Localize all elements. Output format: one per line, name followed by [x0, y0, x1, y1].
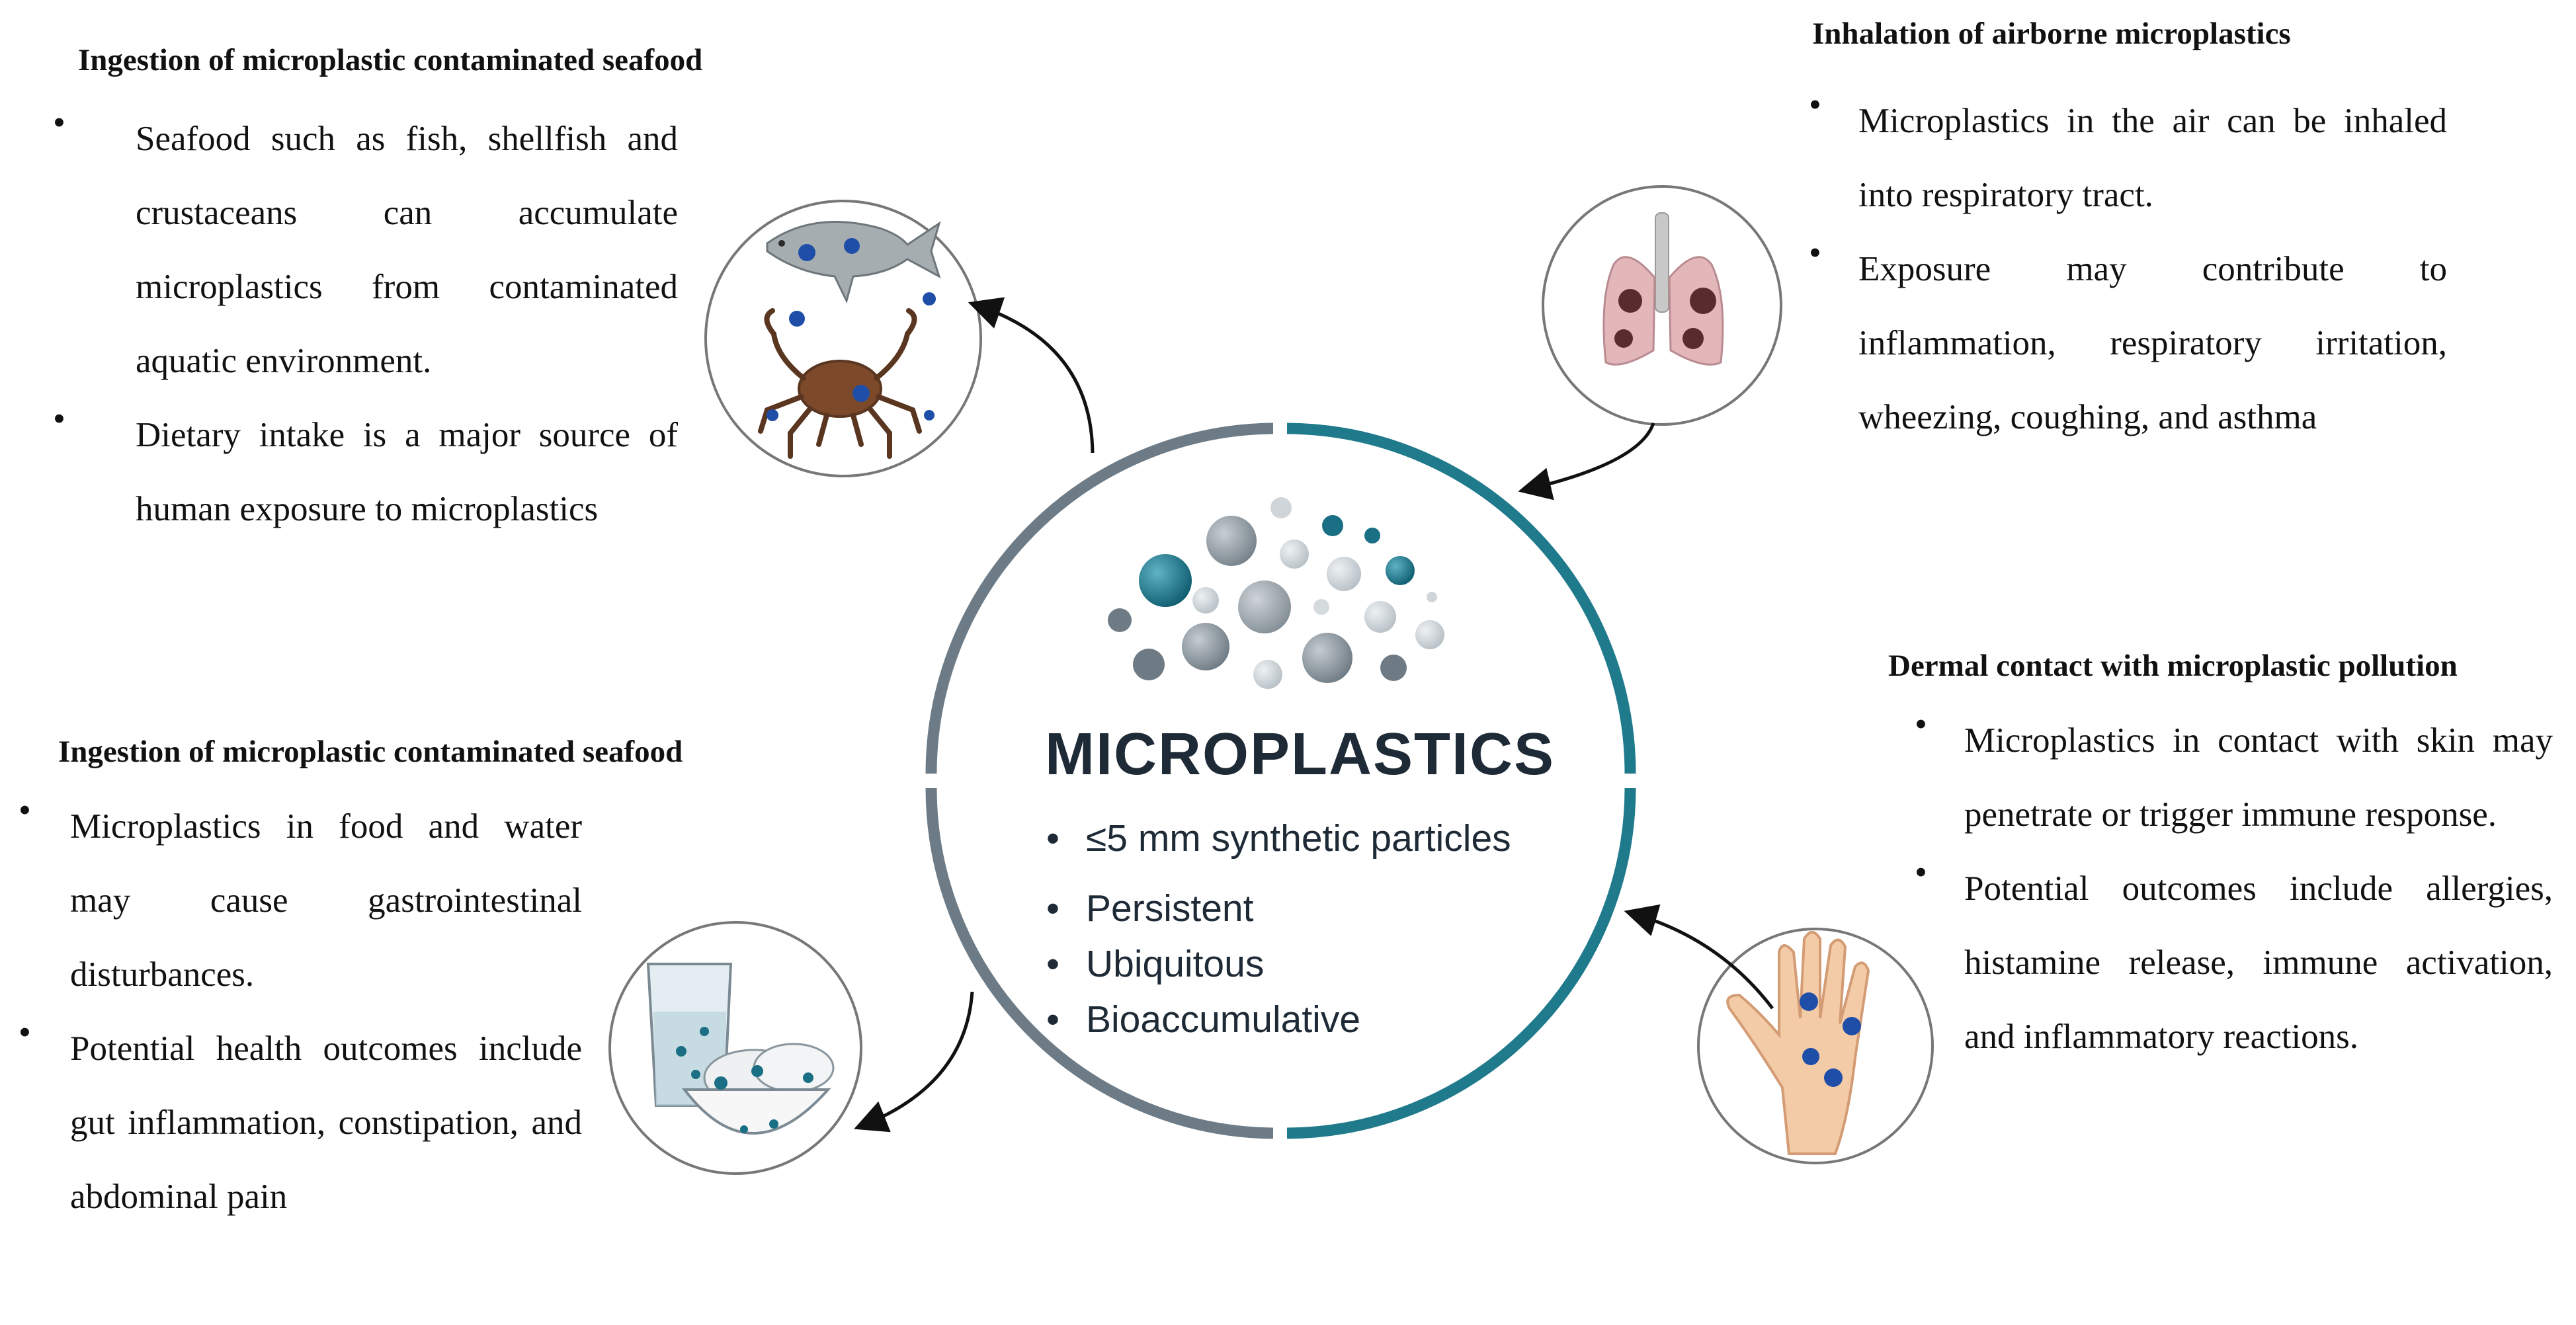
list-item: •Ubiquitous	[1046, 943, 1265, 985]
section-heading: Inhalation of airborne microplastics	[1812, 17, 2291, 51]
arrow-to-seafood	[968, 297, 1095, 454]
list-item: • Microplastics in food and water may ca…	[19, 790, 582, 994]
arrow-to-lungs	[1518, 422, 1655, 501]
list-item: • Dietary intake is a major source of hu…	[53, 399, 678, 528]
lungs-icon	[1602, 212, 1724, 366]
ring-arc-bottom-left	[925, 787, 1274, 1139]
central-ring	[925, 422, 1636, 1139]
list-item: • Microplastics in contact with skin may…	[1915, 704, 2553, 834]
hand-icon	[1726, 931, 1870, 1155]
list-item: •Persistent	[1046, 887, 1254, 930]
ring-arc-bottom-right	[1286, 787, 1636, 1139]
food-water-icon-circle	[608, 921, 862, 1175]
arrow-from-hand	[1624, 904, 1774, 1010]
section-heading: Ingestion of microplastic contaminated s…	[78, 43, 703, 77]
crab-icon	[758, 292, 936, 459]
center-title: MICROPLASTICS	[1045, 721, 1556, 787]
list-item: • Potential health outcomes include gut …	[19, 1012, 582, 1216]
fish-icon	[766, 221, 941, 304]
list-item: • Potential outcomes include allergies, …	[1915, 852, 2553, 1056]
list-item: • Seafood such as fish, shellfish and cr…	[53, 102, 678, 380]
microplastic-particles-icon	[1108, 497, 1444, 689]
ring-arc-top-left	[925, 422, 1274, 774]
ring-arc-top-right	[1286, 422, 1636, 774]
arrow-to-food-water	[854, 991, 974, 1133]
food-bowl-icon	[681, 1043, 835, 1135]
list-item: •≤5 mm synthetic particles	[1046, 817, 1511, 860]
list-item: •Bioaccumulative	[1046, 998, 1361, 1041]
list-item: • Exposure may contribute to inflammatio…	[1809, 233, 2447, 436]
list-item: • Microplastics in the air can be inhale…	[1809, 85, 2447, 214]
section-heading: Ingestion of microplastic contaminated s…	[58, 735, 683, 769]
center-bullet-list: •≤5 mm synthetic particles •Persistent •…	[1046, 811, 1511, 1047]
section-heading: Dermal contact with microplastic polluti…	[1888, 649, 2458, 683]
